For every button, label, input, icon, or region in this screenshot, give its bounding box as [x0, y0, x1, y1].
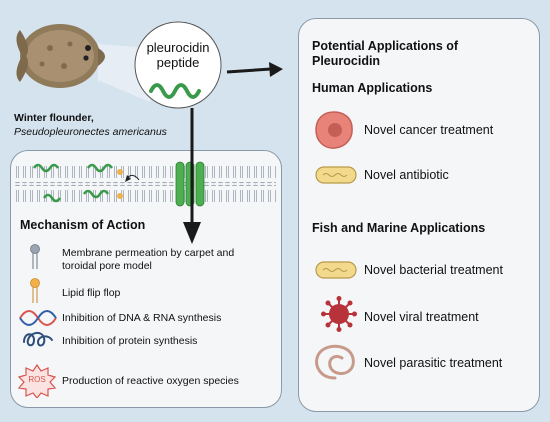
mechanism-item-permeation-line2: toroidal pore model — [62, 260, 152, 272]
parasite-icon — [315, 344, 355, 380]
fish-item-viral: Novel viral treatment — [364, 310, 479, 324]
mechanism-heading: Mechanism of Action — [20, 218, 146, 232]
arrow-to-applications — [226, 62, 283, 77]
lipid-flip-icon — [30, 278, 40, 303]
fish-item-bacterial: Novel bacterial treatment — [364, 263, 503, 277]
peptide-label-line1: pleurocidin — [146, 40, 210, 55]
mechanism-item-protein: Inhibition of protein synthesis — [62, 335, 198, 347]
applications-title-line1: Potential Applications of — [312, 39, 459, 53]
human-applications-heading: Human Applications — [312, 81, 433, 95]
cancer-cell-icon — [315, 111, 353, 149]
human-item-antibiotic: Novel antibiotic — [364, 168, 449, 182]
fish-item-parasitic: Novel parasitic treatment — [364, 356, 503, 370]
arrow-into-cell — [183, 108, 201, 244]
mechanism-item-dna-rna: Inhibition of DNA & RNA synthesis — [62, 312, 222, 324]
peptide-helix-icon — [149, 83, 201, 99]
mechanism-item-flipflop: Lipid flip flop — [62, 287, 121, 299]
membrane-illustration — [14, 161, 276, 207]
protein-icon — [23, 332, 53, 347]
mechanism-item-ros: Production of reactive oxygen species — [62, 375, 239, 387]
fish-scientific-name: Pseudopleuronectes americanus — [14, 126, 167, 138]
virus-icon — [321, 296, 357, 332]
bacterium-icon-2 — [315, 261, 357, 279]
fish-applications-heading: Fish and Marine Applications — [312, 221, 486, 235]
applications-title-line2: Pleurocidin — [312, 54, 381, 68]
ros-icon — [18, 364, 56, 398]
bacterium-icon — [315, 166, 357, 184]
peptide-label-line2: peptide — [156, 55, 200, 70]
lipid-icon — [30, 244, 40, 269]
dna-icon — [19, 310, 57, 326]
fish-common-name: Winter flounder, — [14, 112, 94, 124]
peptide-bubble — [134, 21, 222, 109]
mechanism-item-permeation-line1: Membrane permeation by carpet and — [62, 247, 235, 259]
flounder-icon — [16, 24, 105, 88]
human-item-cancer: Novel cancer treatment — [364, 123, 494, 137]
ros-icon-label: ROS — [28, 375, 46, 384]
